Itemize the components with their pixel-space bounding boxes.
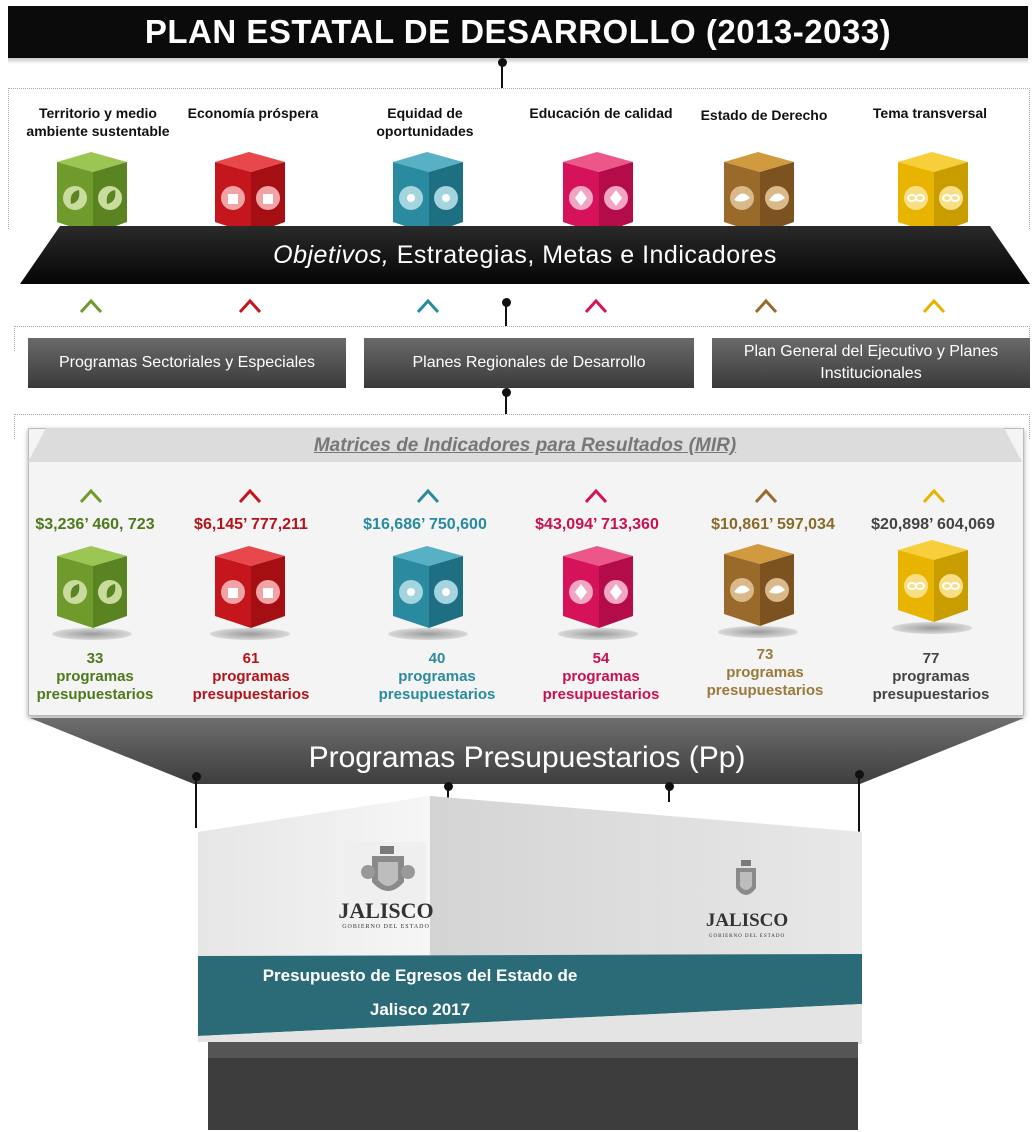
amount-territorio: $3,236’ 460, 723 [35,516,155,533]
people-network-icon [393,546,463,628]
kite-icon [563,152,633,234]
amount-transversal: $20,898’ 604,069 [871,516,995,533]
objectives-band-text: Objetivos, Estrategias, Metas e Indicado… [273,241,777,269]
budget-box [198,796,862,1130]
mir-frame [14,414,1030,439]
programas-sectoriales-box: Programas Sectoriales y Especiales [28,338,346,388]
leaf-icon [57,546,127,628]
pillar-label-derecho: Estado de Derecho [700,107,828,123]
connector-line [195,776,197,828]
cube-shadow [718,626,798,638]
cube-shadow [210,628,290,640]
connector-line [501,62,503,88]
chevron-up-icon [584,298,608,314]
cube-shadow [388,628,468,640]
coat-of-arms-right [724,858,768,910]
chevron-up-icon [416,298,440,314]
pp-band [30,718,1024,784]
leaf-icon [57,152,127,234]
chevron-up-icon [922,298,946,314]
dove-icon [724,544,794,626]
pp-label: Programas Presupuestarios (Pp) [308,741,746,774]
chevron-up-icon [238,488,262,504]
coat-of-arms-icon [736,860,756,895]
jalisco-logo-text-left: JALISCO [338,898,434,923]
chevron-up-icon [754,488,778,504]
mir-title: Matrices de Indicadores para Resultados … [313,435,737,456]
factory-icon [215,546,285,628]
connector-line [858,774,860,836]
coat-of-arms-icon [361,846,415,891]
plan-general-box: Plan General del Ejecutivo y Planes Inst… [712,338,1030,388]
cube-shadow [558,628,638,640]
objectives-band [20,226,1030,284]
chevron-up-icon [754,298,778,314]
infinity-icon [898,152,968,234]
people-network-icon [393,152,463,234]
mir-panel [28,428,1024,716]
pillar-label-equidad: Equidad de oportunidades [376,105,474,139]
connector-line [505,392,507,414]
budget-title-line1: Presupuesto de Egresos del Estado de [262,966,578,985]
cube-shadow [52,628,132,640]
title-shadow [8,58,1028,64]
amount-derecho: $10,861’ 597,034 [711,516,835,533]
planes-regionales-box: Planes Regionales de Desarrollo [364,338,694,388]
pillar-label-educacion: Educación de calidad [529,105,673,121]
dove-icon [724,152,794,234]
connector-line [668,786,670,802]
amount-equidad: $16,686’ 750,600 [363,516,487,533]
jalisco-logo-sub-right: GOBIERNO DEL ESTADO [708,934,786,939]
pillar-label-territorio: Territorio y medio ambiente sustentable [26,105,170,139]
amount-economia: $6,145’ 777,211 [194,516,308,533]
coat-of-arms-left [350,842,426,908]
chevron-up-icon [922,488,946,504]
cube-shadow [892,622,972,634]
chevron-up-icon [79,298,103,314]
mir-title-bar [28,428,1022,462]
budget-title-line2: Jalisco 2017 [369,1000,471,1019]
infinity-icon [898,540,968,622]
pillar-label-transversal: Tema transversal [872,105,988,121]
chevron-up-icon [79,488,103,504]
pillar-label-economia: Economía próspera [187,105,319,121]
pillars-frame [8,88,1030,229]
chevron-up-icon [238,298,262,314]
plan-title: PLAN ESTATAL DE DESARROLLO (2013-2033) [8,6,1028,58]
jalisco-logo-sub-left: GOBIERNO DEL ESTADO [342,924,430,930]
jalisco-logo-text-right: JALISCO [705,910,789,931]
kite-icon [563,546,633,628]
connector-line [505,302,507,326]
chevron-up-icon [584,488,608,504]
amount-educacion: $43,094’ 713,360 [535,516,659,533]
factory-icon [215,152,285,234]
chevron-up-icon [416,488,440,504]
